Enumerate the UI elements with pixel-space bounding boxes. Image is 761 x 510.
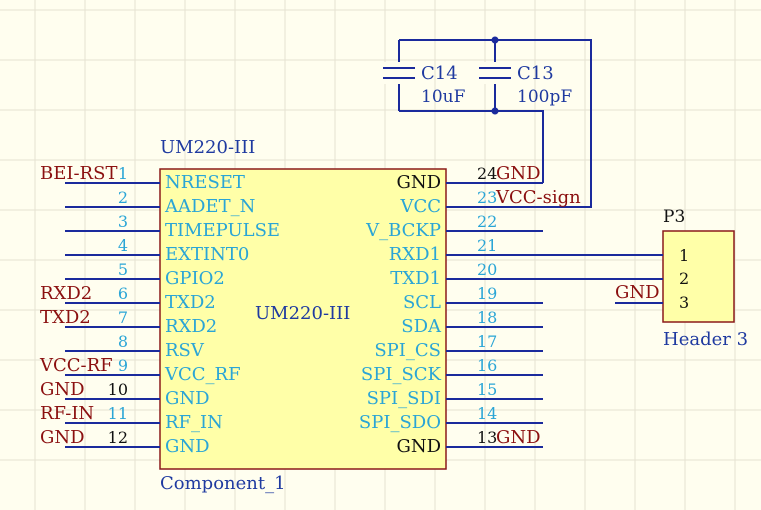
pin-13-name: GND xyxy=(396,436,441,457)
pin-22-number: 22 xyxy=(477,212,498,231)
header-net-label-gnd: GND xyxy=(615,282,660,303)
net-label-pin-10: GND xyxy=(40,379,85,400)
net-label-pin-12: GND xyxy=(40,427,85,448)
pin-10-name: GND xyxy=(165,388,210,409)
pin-10-number: 10 xyxy=(107,380,128,399)
net-label-pin-23: VCC-sign xyxy=(496,187,581,208)
pin-6-name: TXD2 xyxy=(165,292,216,313)
net-label-pin-6: RXD2 xyxy=(40,283,93,304)
pin-24-name: GND xyxy=(396,172,441,193)
pin-12-number: 12 xyxy=(107,428,128,447)
c13-value: 100pF xyxy=(517,87,573,107)
junction-dot xyxy=(491,36,499,44)
header-pin-3: 3 xyxy=(679,293,690,312)
junction-dot xyxy=(491,107,499,115)
pin-18-name: SDA xyxy=(401,316,441,337)
pin-1-name: NRESET xyxy=(165,172,245,193)
c13-designator: C13 xyxy=(517,63,554,84)
pin-16-name: SPI_SCK xyxy=(360,364,441,385)
pin-7-number: 7 xyxy=(117,308,128,327)
net-label-pin-24: GND xyxy=(496,163,541,184)
pin-15-number: 15 xyxy=(477,380,498,399)
pin-4-name: EXTINT0 xyxy=(165,244,250,265)
pin-11-name: RF_IN xyxy=(165,412,223,433)
pin-5-number: 5 xyxy=(117,260,128,279)
pin-17-name: SPI_CS xyxy=(374,340,441,361)
header-p3-body[interactable] xyxy=(662,230,735,323)
pin-18-number: 18 xyxy=(477,308,498,327)
pin-12-name: GND xyxy=(165,436,210,457)
pin-19-number: 19 xyxy=(477,284,498,303)
pin-3-number: 3 xyxy=(117,212,128,231)
pin-23-number: 23 xyxy=(477,188,498,207)
pin-16-number: 16 xyxy=(477,356,498,375)
pin-2-number: 2 xyxy=(117,188,128,207)
header-pin-1: 1 xyxy=(679,246,690,265)
net-label-pin-9: VCC-RF xyxy=(40,355,113,376)
net-label-pin-1: BEI-RST xyxy=(40,163,118,184)
header-comment: Header 3 xyxy=(663,329,749,350)
component-designator: UM220-III xyxy=(160,137,256,158)
pin-4-number: 4 xyxy=(117,236,128,255)
pin-13-number: 13 xyxy=(477,428,498,447)
pin-9-number: 9 xyxy=(117,356,128,375)
net-label-pin-7: TXD2 xyxy=(40,307,91,328)
um220-body[interactable] xyxy=(159,168,447,470)
header-pin-2: 2 xyxy=(679,269,690,288)
component-comment: Component_1 xyxy=(160,473,286,494)
pin-9-name: VCC_RF xyxy=(165,364,241,385)
pin-8-number: 8 xyxy=(117,332,128,351)
pin-6-number: 6 xyxy=(117,284,128,303)
pin-17-number: 17 xyxy=(477,332,498,351)
pin-21-number: 21 xyxy=(477,236,498,255)
pin-22-name: V_BCKP xyxy=(366,220,441,241)
pin-24-number: 24 xyxy=(477,164,498,183)
net-label-pin-11: RF-IN xyxy=(40,403,95,424)
net-label-pin-13: GND xyxy=(496,427,541,448)
c14-designator: C14 xyxy=(421,63,458,84)
pin-15-name: SPI_SDI xyxy=(366,388,441,409)
capacitor-c14-symbol[interactable] xyxy=(380,62,418,84)
pin-11-number: 11 xyxy=(107,404,128,423)
pin-23-name: VCC xyxy=(400,196,441,217)
pin-14-number: 14 xyxy=(477,404,498,423)
pin-21-name: RXD1 xyxy=(388,244,441,265)
pin-20-number: 20 xyxy=(477,260,498,279)
pin-7-name: RXD2 xyxy=(165,316,218,337)
pin-3-name: TIMEPULSE xyxy=(165,220,281,241)
pin-1-number: 1 xyxy=(117,164,128,183)
c14-value: 10uF xyxy=(421,87,466,107)
pin-20-name: TXD1 xyxy=(390,268,441,289)
pin-8-name: RSV xyxy=(165,340,204,361)
component-body-label: UM220-III xyxy=(255,303,351,324)
pin-14-name: SPI_SDO xyxy=(358,412,441,433)
pin-2-name: AADET_N xyxy=(165,196,256,217)
pin-5-name: GPIO2 xyxy=(165,268,225,289)
header-designator: P3 xyxy=(663,207,686,227)
capacitor-c13-symbol[interactable] xyxy=(476,62,514,84)
pin-19-name: SCL xyxy=(402,292,441,313)
